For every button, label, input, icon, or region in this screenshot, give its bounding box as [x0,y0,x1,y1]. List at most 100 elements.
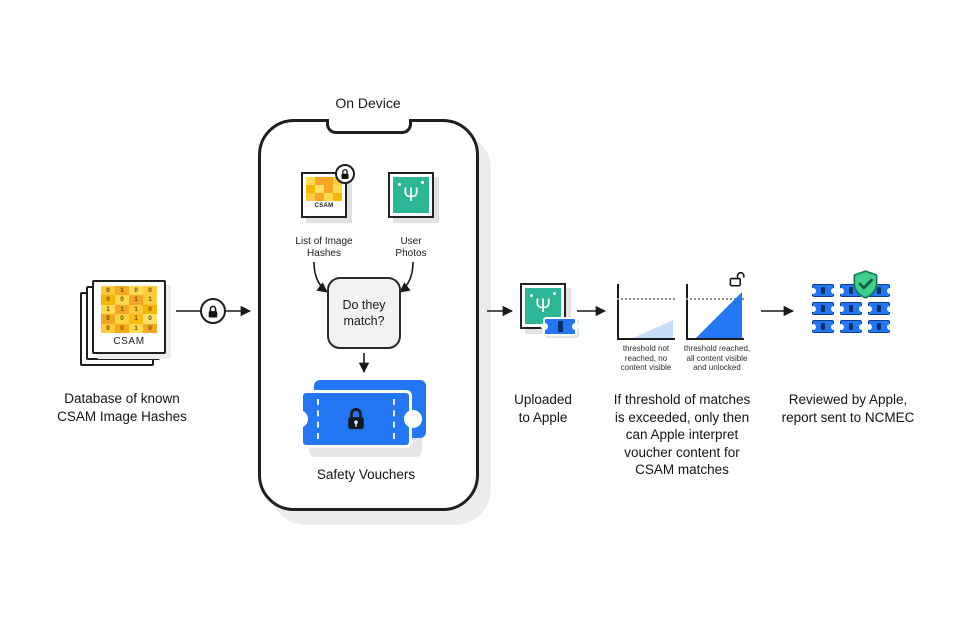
ticket-notch [404,410,422,428]
hash-cell: 1 [115,286,129,296]
phone-notch [325,119,412,134]
ticket-stub-line [821,305,825,312]
hash-cell: 1 [101,304,115,315]
ticket-notch [837,305,844,312]
hash-list-caption: List of Image Hashes [295,236,353,259]
review-caption: Reviewed by Apple, report sent to NCMEC [781,392,915,425]
ticket-notch [830,323,837,330]
ticket-stub-line [877,305,881,312]
ticket-stub-line [877,287,881,294]
ticket-stub-line [821,323,825,330]
sparkle-dot [398,183,401,186]
mosaic-cell [306,177,315,185]
arrow-photos-to-match [399,261,414,293]
ticket-stub-line [557,321,563,332]
user-photos-icon-art: Ψ [393,177,429,213]
user-photos-caption: User Photos [395,236,427,259]
hash-cell: 1 [115,304,129,315]
ticket-stub-line [849,323,853,330]
sparkle-dot [553,292,556,295]
database-caption: Database of known CSAM Image Hashes [57,391,187,424]
lock-icon [348,408,364,430]
hash-cell: 1 [129,314,143,324]
voucher-ticket [809,284,837,297]
chart-y-axis [686,284,688,340]
hash-cell: 0 [129,286,143,296]
hash-cell: 0 [115,323,129,333]
mosaic-cell [315,185,324,193]
user-photos-icon: Ψ [388,172,434,218]
mosaic-cell [324,185,333,193]
mosaic-cell [333,185,342,193]
ticket-notch [886,287,893,294]
ticket-notch [809,323,816,330]
ticket-dashed-line [393,399,395,439]
mosaic-cell [306,193,315,201]
hash-cell: 0 [101,286,115,296]
mosaic-cell [315,193,324,201]
ticket-notch [541,323,548,330]
ticket-stub-line [821,287,825,294]
upload-caption: Uploaded to Apple [514,392,572,425]
voucher-ticket [837,320,865,333]
ticket-notch [572,323,579,330]
database-card-label: CSAM [113,335,145,347]
ticket-stub-line [849,305,853,312]
arrow-hashes-to-match [313,261,328,293]
ticket-stub-line [849,287,853,294]
phone-internal-arrows [313,261,414,374]
ticket-stub-line [877,323,881,330]
voucher-ticket [809,302,837,315]
ticket-dashed-line [317,399,319,439]
ticket-notch [290,410,308,428]
threshold-dotted-line [617,298,675,300]
sparkle-dot [421,181,424,184]
hash-cell: 0 [115,314,129,324]
ticket-notch [809,287,816,294]
safety-vouchers-caption: Safety Vouchers [316,467,416,482]
hash-cell: 1 [129,304,143,315]
threshold-left-caption: threshold not reached, no content visibl… [620,344,672,373]
threshold-chart-reached [686,284,744,340]
safety-voucher [290,380,432,457]
seedling-icon: Ψ [403,184,419,206]
ticket-notch [886,305,893,312]
match-question-box: Do they match? [327,277,401,349]
hash-cell: 1 [129,295,143,305]
encryption-lock-circle [200,298,226,324]
ticket-notch [886,323,893,330]
hash-cell: 0 [101,295,115,305]
hash-list-icon: CSAM [301,164,355,218]
sparkle-dot [530,294,533,297]
hash-cell: 0 [115,295,129,305]
hash-icon-label: CSAM [314,203,334,209]
threshold-right-caption: threshold reached, all content visible a… [683,344,751,373]
seedling-icon: Ψ [535,295,551,317]
threshold-chart-not-reached [617,284,675,340]
mosaic-cell [333,193,342,201]
hash-cell: 1 [129,323,143,333]
voucher-grid [809,284,893,333]
mosaic-cell [324,177,333,185]
chart-x-axis [686,338,744,340]
unlock-icon [729,271,747,292]
ticket-notch [858,305,865,312]
voucher-ticket [865,302,893,315]
threshold-dotted-line [686,298,744,300]
hash-cell: 0 [101,314,115,324]
chart-x-axis [617,338,675,340]
hash-list-icon-art: CSAM [306,177,342,213]
ticket-notch [865,323,872,330]
hash-cell: 0 [101,323,115,333]
hash-cell: 0 [143,323,157,333]
voucher-ticket [865,320,893,333]
voucher-ticket [809,320,837,333]
chart-y-axis [617,284,619,340]
ticket-notch [837,323,844,330]
ticket-notch [837,287,844,294]
threshold-caption: If threshold of matches is exceeded, onl… [613,392,751,477]
mosaic-cell [306,185,315,193]
ticket-notch [858,323,865,330]
